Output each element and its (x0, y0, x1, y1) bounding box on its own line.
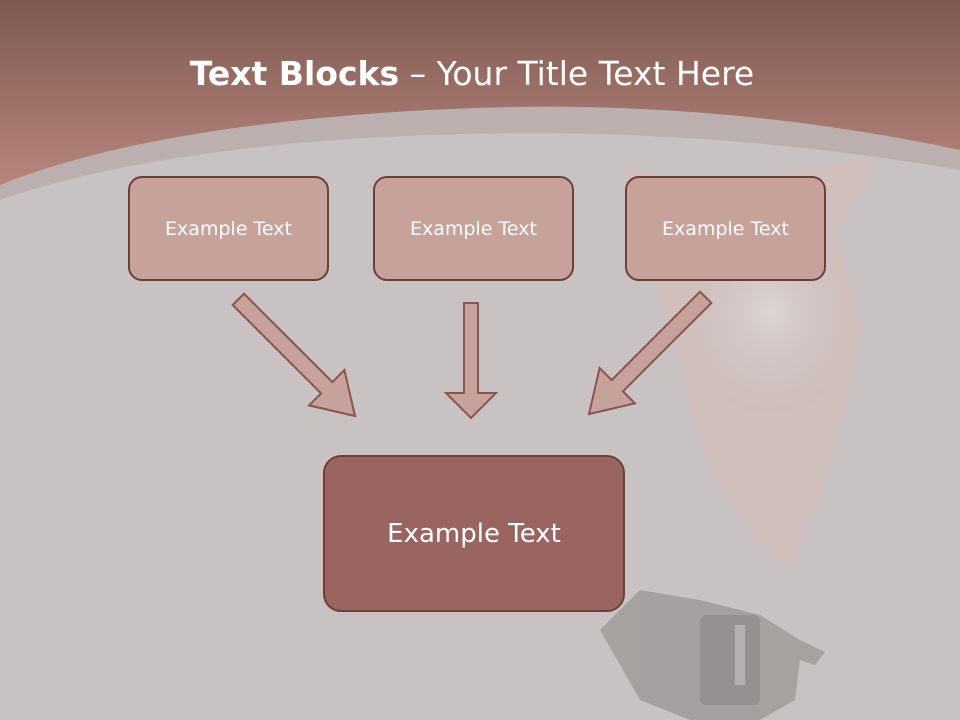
revolver-watermark (600, 590, 825, 720)
text-block-3[interactable]: Example Text (625, 176, 826, 281)
text-block-2[interactable]: Example Text (373, 176, 574, 281)
text-block-2-label: Example Text (410, 217, 537, 240)
text-block-1[interactable]: Example Text (128, 176, 329, 281)
arrow-left-icon (231, 292, 357, 418)
arrow-right-icon (587, 290, 713, 416)
result-block[interactable]: Example Text (323, 455, 625, 612)
text-block-1-label: Example Text (165, 217, 292, 240)
header-band (0, 0, 960, 185)
arrow-down-icon (443, 302, 499, 420)
text-block-3-label: Example Text (662, 217, 789, 240)
title-rest: Your Title Text Here (436, 54, 755, 93)
title-dash: – (399, 54, 437, 93)
header-swoosh (0, 106, 960, 200)
result-block-label: Example Text (387, 518, 561, 549)
slide-title: Text Blocks – Your Title Text Here (0, 54, 944, 93)
title-bold: Text Blocks (189, 54, 400, 93)
